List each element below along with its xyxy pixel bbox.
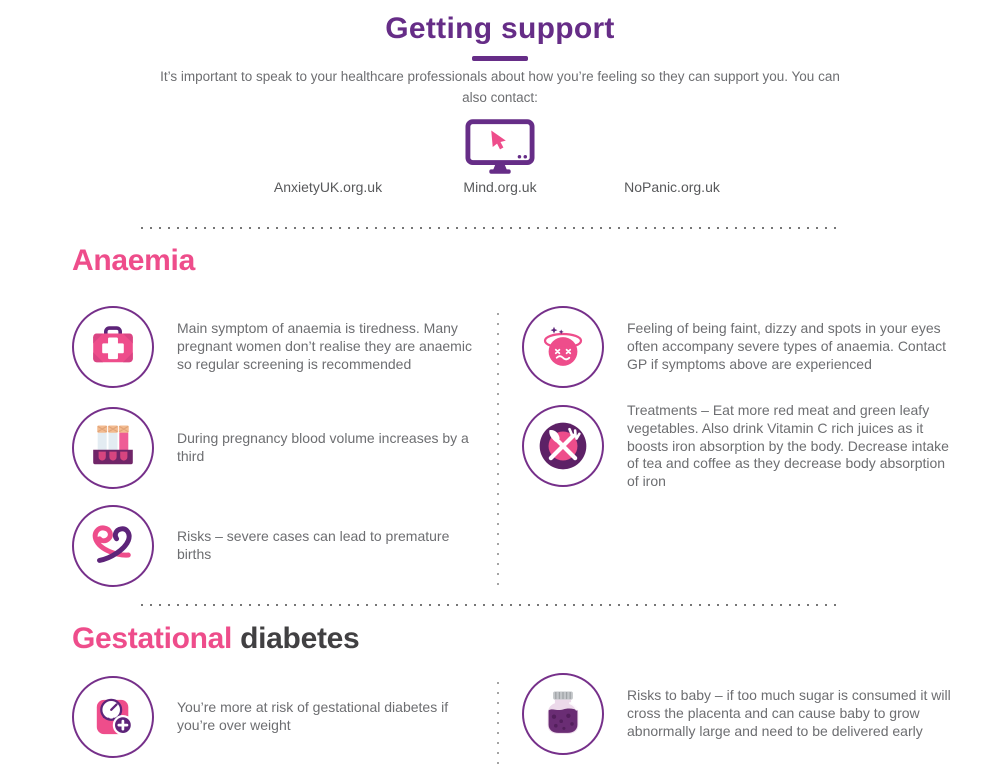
contact-link-nopanic[interactable]: NoPanic.org.uk <box>624 179 720 195</box>
gestational-item-baby-risks: Risks to baby – if too much sugar is con… <box>522 673 954 755</box>
anaemia-item-risks: Risks – severe cases can lead to prematu… <box>72 505 485 587</box>
dizzy-face-icon <box>522 306 604 388</box>
contact-link-mind[interactable]: Mind.org.uk <box>463 179 537 195</box>
jam-jar-icon <box>522 673 604 755</box>
cutlery-plate-icon <box>522 405 604 488</box>
column-divider-bottom <box>497 682 499 765</box>
section-heading-anaemia: Anaemia <box>72 244 195 277</box>
section-heading-gestational: Gestational diabetes <box>72 622 360 656</box>
heading-accent: Gestational <box>72 622 233 655</box>
intro-text: It’s important to speak to your healthca… <box>160 69 840 105</box>
column-divider <box>497 313 499 585</box>
title-underline <box>472 56 528 61</box>
item-text: Treatments – Eat more red meat and green… <box>627 402 949 490</box>
dotted-divider-bottom <box>141 604 838 606</box>
anaemia-item-treatments: Treatments – Eat more red meat and green… <box>522 402 954 491</box>
item-text: Main symptom of anaemia is tiredness. Ma… <box>177 320 472 372</box>
gestational-item-weight: You’re more at risk of gestational diabe… <box>72 676 485 758</box>
anaemia-item-symptom: Main symptom of anaemia is tiredness. Ma… <box>72 306 485 388</box>
page-title: Getting support <box>385 12 615 45</box>
first-aid-kit-icon <box>72 306 154 388</box>
anaemia-item-blood-volume: During pregnancy blood volume increases … <box>72 407 485 489</box>
heart-ribbon-icon <box>72 505 154 587</box>
contact-links: AnxietyUK.org.uk Mind.org.uk NoPanic.org… <box>0 179 1000 195</box>
item-text: During pregnancy blood volume increases … <box>177 430 469 464</box>
anaemia-item-dizzy: Feeling of being faint, dizzy and spots … <box>522 306 954 388</box>
heading-rest: diabetes <box>232 622 360 655</box>
test-tubes-icon <box>72 407 154 489</box>
item-text: Risks to baby – if too much sugar is con… <box>627 687 951 739</box>
item-text: You’re more at risk of gestational diabe… <box>177 699 449 733</box>
weighing-scale-icon <box>72 676 154 758</box>
dotted-divider-top <box>141 227 838 229</box>
item-text: Risks – severe cases can lead to prematu… <box>177 528 450 562</box>
monitor-cursor-icon <box>465 118 535 176</box>
contact-link-anxietyuk[interactable]: AnxietyUK.org.uk <box>273 179 383 195</box>
item-text: Feeling of being faint, dizzy and spots … <box>627 320 947 372</box>
